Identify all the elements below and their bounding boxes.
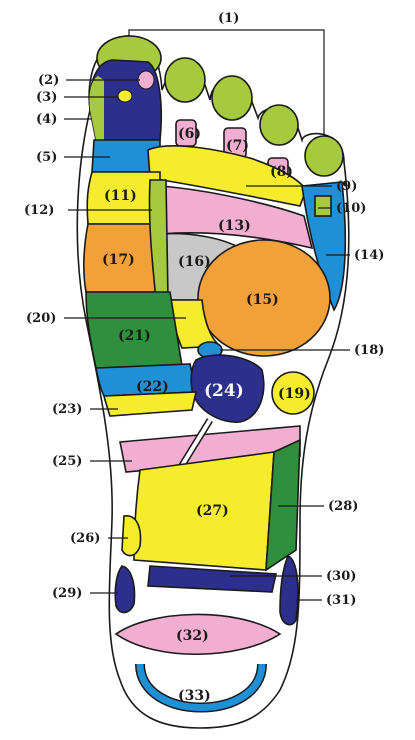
label-19: (19) bbox=[278, 386, 311, 402]
zone-10-green bbox=[315, 196, 331, 216]
label-25: (25) bbox=[52, 454, 82, 469]
label-6: (6) bbox=[178, 126, 201, 142]
label-9: (9) bbox=[336, 179, 357, 194]
toe-4-tip bbox=[260, 105, 298, 145]
label-13: (13) bbox=[218, 218, 251, 234]
toe-2-tip bbox=[165, 58, 205, 102]
label-20: (20) bbox=[26, 311, 56, 326]
label-28: (28) bbox=[328, 499, 358, 514]
label-22: (22) bbox=[136, 379, 169, 395]
label-15: (15) bbox=[246, 292, 279, 308]
toe-5-tip bbox=[305, 136, 343, 176]
toe-3-tip bbox=[212, 76, 252, 120]
label-4: (4) bbox=[36, 112, 57, 127]
label-26: (26) bbox=[70, 531, 100, 546]
label-12: (12) bbox=[24, 203, 54, 218]
label-7: (7) bbox=[226, 138, 249, 154]
label-17: (17) bbox=[102, 252, 135, 268]
label-5: (5) bbox=[36, 150, 57, 165]
label-27: (27) bbox=[196, 503, 229, 519]
label-29: (29) bbox=[52, 586, 82, 601]
zone-3-yellow bbox=[118, 90, 132, 102]
label-10: (10) bbox=[336, 201, 366, 216]
label-18: (18) bbox=[354, 343, 384, 358]
label-3: (3) bbox=[36, 90, 57, 105]
label-14: (14) bbox=[354, 248, 384, 263]
zone-2-pink bbox=[138, 71, 154, 89]
label-1: (1) bbox=[218, 11, 239, 26]
label-33: (33) bbox=[178, 688, 211, 704]
label-24: (24) bbox=[204, 381, 244, 401]
label-11: (11) bbox=[104, 188, 137, 204]
label-2: (2) bbox=[38, 73, 59, 88]
label-30: (30) bbox=[326, 569, 356, 584]
label-21: (21) bbox=[118, 328, 151, 344]
label-32: (32) bbox=[176, 628, 209, 644]
label-23: (23) bbox=[52, 402, 82, 417]
label-8: (8) bbox=[270, 164, 293, 180]
label-16: (16) bbox=[178, 254, 211, 270]
label-31: (31) bbox=[326, 593, 356, 608]
